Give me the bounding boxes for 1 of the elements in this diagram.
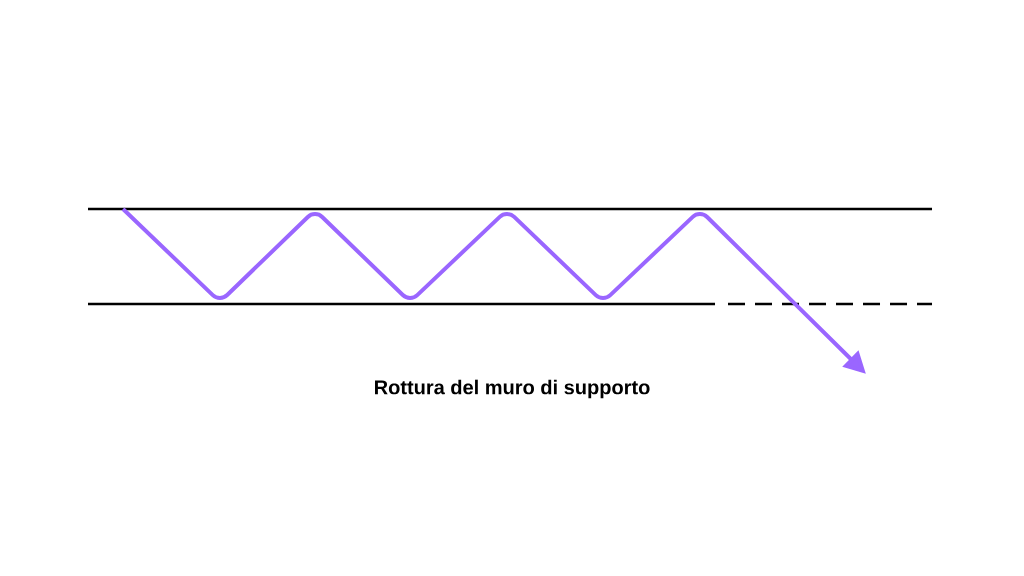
caption: Rottura del muro di supporto — [375, 379, 650, 399]
